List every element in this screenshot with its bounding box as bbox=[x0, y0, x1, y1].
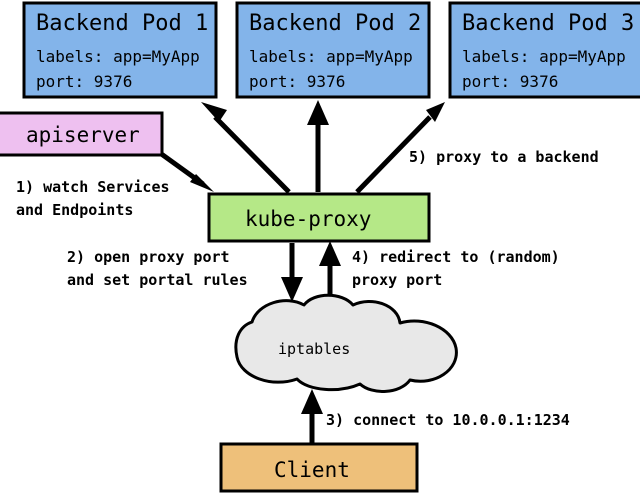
edge-label-proxy-backend-line1: 5) proxy to a backend bbox=[409, 148, 599, 166]
client-title: Client bbox=[274, 458, 350, 482]
node-apiserver[interactable]: apiserver bbox=[0, 111, 164, 157]
edge-label-connect-line1: 3) connect to 10.0.0.1:1234 bbox=[326, 411, 570, 429]
edge-open-proxy-port-arrowhead bbox=[281, 277, 303, 302]
edge-connect-arrowhead bbox=[301, 389, 323, 414]
edge-proxy-pod1-arrowhead bbox=[201, 102, 227, 122]
client-box[interactable] bbox=[219, 442, 419, 493]
node-backend-pod-2[interactable]: Backend Pod 2 labels: app=MyApp port: 93… bbox=[235, 1, 431, 99]
edge-watch-arrowhead bbox=[190, 174, 214, 192]
backend-pod-1-labels: labels: app=MyApp bbox=[36, 47, 200, 66]
edge-proxy-pod3-arrowhead bbox=[426, 102, 445, 122]
edge-kubeproxy-to-pod3 bbox=[355, 102, 445, 194]
edge-client-to-iptables bbox=[301, 389, 323, 444]
edge-kubeproxy-to-pod2 bbox=[307, 100, 329, 192]
backend-pod-2-labels: labels: app=MyApp bbox=[249, 47, 413, 66]
edge-proxy-pod2-arrowhead bbox=[307, 100, 329, 125]
backend-pod-3-box[interactable] bbox=[448, 1, 640, 99]
backend-pod-3-labels: labels: app=MyApp bbox=[462, 47, 626, 66]
backend-pod-3-port: port: 9376 bbox=[462, 72, 558, 91]
node-client[interactable]: Client bbox=[219, 442, 419, 493]
iptables-label: iptables bbox=[278, 340, 350, 358]
edge-label-open-proxy-port: 2) open proxy port and set portal rules bbox=[67, 248, 248, 289]
kube-proxy-title: kube-proxy bbox=[245, 207, 371, 231]
backend-pod-3-title: Backend Pod 3 bbox=[462, 11, 634, 36]
edge-kubeproxy-to-pod1 bbox=[201, 102, 291, 194]
backend-pod-1-box[interactable] bbox=[22, 1, 218, 99]
edge-label-redirect: 4) redirect to (random) proxy port bbox=[352, 248, 560, 289]
apiserver-title: apiserver bbox=[26, 123, 140, 147]
node-kube-proxy[interactable]: kube-proxy bbox=[207, 192, 431, 243]
node-backend-pod-1[interactable]: Backend Pod 1 labels: app=MyApp port: 93… bbox=[22, 1, 218, 99]
edge-label-redirect-line1: 4) redirect to (random) bbox=[352, 248, 560, 266]
apiserver-box[interactable] bbox=[0, 111, 164, 157]
edge-redirect-arrowhead bbox=[319, 241, 341, 266]
edge-label-open-proxy-port-line2: and set portal rules bbox=[67, 271, 248, 289]
edge-label-proxy-backend: 5) proxy to a backend bbox=[409, 148, 599, 166]
edge-label-watch-line1: 1) watch Services bbox=[16, 178, 170, 196]
kube-proxy-box[interactable] bbox=[207, 192, 431, 243]
node-iptables-cloud[interactable]: iptables bbox=[234, 293, 458, 393]
backend-pod-2-box[interactable] bbox=[235, 1, 431, 99]
edge-proxy-pod3-line bbox=[355, 115, 432, 194]
backend-pod-1-port: port: 9376 bbox=[36, 72, 132, 91]
backend-pod-1-title: Backend Pod 1 bbox=[36, 11, 208, 36]
edge-label-redirect-line2: proxy port bbox=[352, 271, 442, 289]
edge-proxy-pod1-line bbox=[213, 115, 291, 194]
edge-label-connect: 3) connect to 10.0.0.1:1234 bbox=[326, 411, 570, 429]
edge-label-watch-line2: and Endpoints bbox=[16, 201, 133, 219]
edge-label-open-proxy-port-line1: 2) open proxy port bbox=[67, 248, 230, 266]
backend-pod-2-title: Backend Pod 2 bbox=[249, 11, 421, 36]
backend-pod-2-port: port: 9376 bbox=[249, 72, 345, 91]
edge-iptables-to-kubeproxy bbox=[319, 241, 341, 300]
edge-label-watch: 1) watch Services and Endpoints bbox=[16, 178, 170, 219]
node-backend-pod-3[interactable]: Backend Pod 3 labels: app=MyApp port: 93… bbox=[448, 1, 640, 99]
edge-apiserver-to-kubeproxy bbox=[158, 150, 214, 192]
iptables-cloud-shape[interactable] bbox=[234, 293, 458, 393]
edge-kubeproxy-to-iptables bbox=[281, 243, 303, 302]
